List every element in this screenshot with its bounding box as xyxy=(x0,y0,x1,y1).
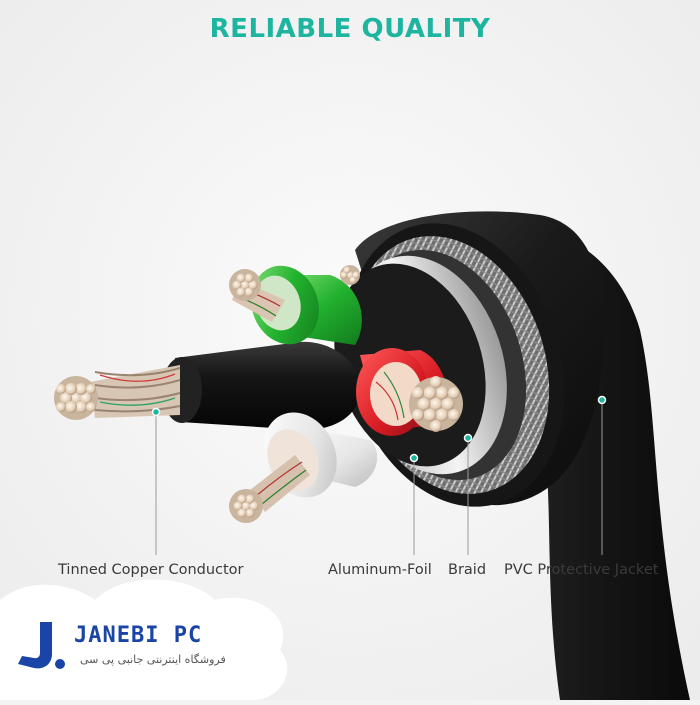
black-wire xyxy=(54,341,360,430)
label-pvc-protective-jacket: PVC Protective Jacket xyxy=(504,562,659,578)
leader-dots xyxy=(151,395,607,463)
drain-wire-stub xyxy=(340,265,360,285)
brand-tagline: فروشگاه اینترنتی جانبی پی سی xyxy=(80,653,226,666)
page-title: RELIABLE QUALITY xyxy=(209,14,491,44)
brand-name: JANEBI PC xyxy=(74,623,203,648)
label-tinned-copper-conductor: Tinned Copper Conductor xyxy=(58,562,244,578)
white-wire xyxy=(229,412,378,523)
label-aluminum-foil: Aluminum-Foil xyxy=(328,562,432,578)
label-braid: Braid xyxy=(448,562,487,578)
leader-lines xyxy=(155,402,603,555)
green-wire xyxy=(229,265,362,345)
brand-cloud xyxy=(0,579,288,700)
brand-logo-icon xyxy=(18,622,65,669)
red-wire xyxy=(356,348,463,436)
